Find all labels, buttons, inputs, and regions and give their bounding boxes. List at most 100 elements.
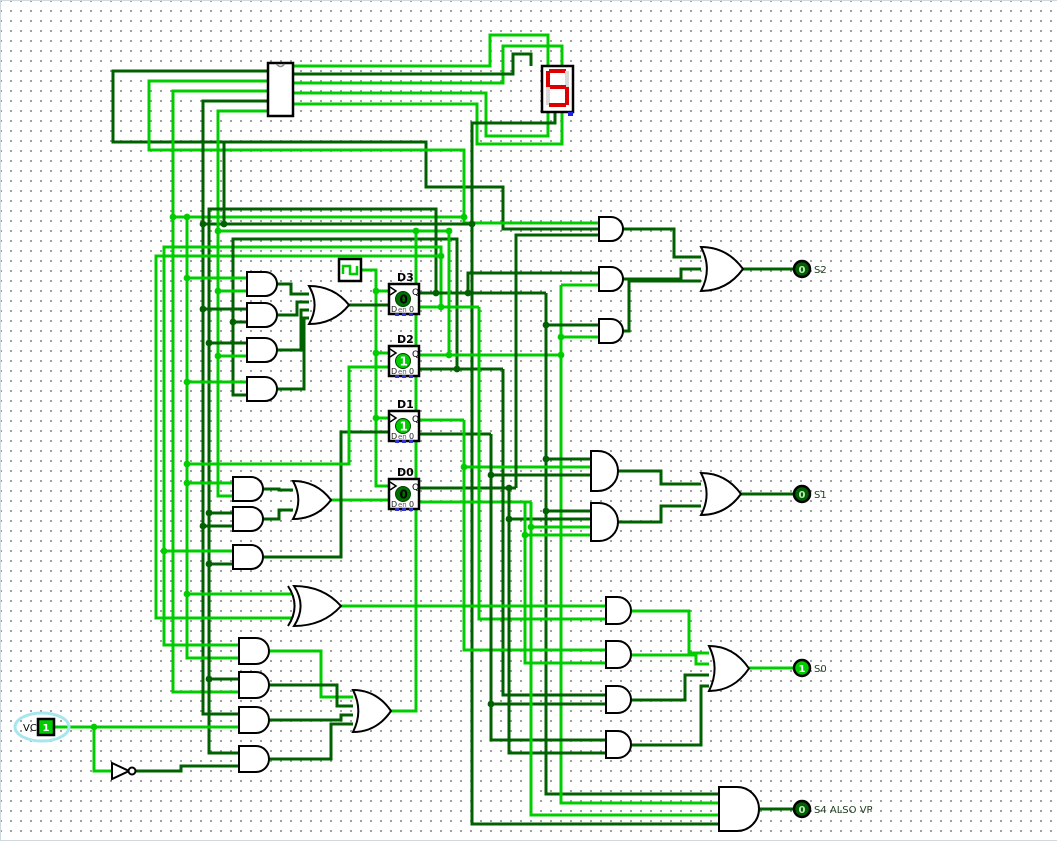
wire xyxy=(623,227,701,259)
and-gate-c3[interactable] xyxy=(238,706,270,734)
or-gate-s1[interactable] xyxy=(699,471,743,517)
output-pin-s0[interactable] xyxy=(792,658,812,678)
output-pin-label-s4-also-vp: S4 ALSO VP xyxy=(814,805,873,816)
wire-junction-dot xyxy=(445,227,453,235)
flipflop-state-circle xyxy=(395,291,411,307)
flipflop-label-d0: D0 xyxy=(397,466,414,479)
subcircuit-box[interactable] xyxy=(266,61,295,118)
xor-gate[interactable] xyxy=(292,584,343,628)
and-gate-b1[interactable] xyxy=(232,476,264,502)
flipflop-zero-label: 0 xyxy=(409,500,414,509)
flipflop-d-label: D xyxy=(391,432,397,441)
flipflop-en-label: en xyxy=(398,433,407,441)
clock-waveform-icon xyxy=(341,264,359,276)
and-gate-c2[interactable] xyxy=(238,671,270,699)
and-gate-b3[interactable] xyxy=(232,544,264,570)
wire xyxy=(162,245,443,647)
and-gate-s0-1[interactable] xyxy=(605,596,632,625)
wire xyxy=(171,217,239,694)
wire-junction-dot xyxy=(372,349,380,357)
wire-junction-dot xyxy=(214,352,222,360)
flipflop-bottom-tick-0 xyxy=(395,313,399,316)
flipflop-q-label: Q xyxy=(412,483,419,493)
wire xyxy=(293,33,550,68)
output-pin-s4-also-vp[interactable] xyxy=(792,799,812,819)
and-gate-s2-3[interactable] xyxy=(598,318,624,344)
selection-halo xyxy=(13,711,71,743)
and-gate-s0-2[interactable] xyxy=(605,640,632,669)
wire xyxy=(489,434,606,742)
and-gate-c4[interactable] xyxy=(238,745,270,773)
or-gate-s2[interactable] xyxy=(699,245,745,293)
flipflop-label-d1: D1 xyxy=(397,398,414,411)
output-pin-label-s0: S0 xyxy=(814,664,827,675)
flipflop-en-label: en xyxy=(398,368,407,376)
and-gate-s0-3[interactable] xyxy=(605,685,632,714)
segment-middle xyxy=(549,85,566,89)
wire-junction-dot xyxy=(183,590,191,598)
and-gate-a2[interactable] xyxy=(246,302,278,328)
flipflop-label-d3: D3 xyxy=(397,271,414,284)
and-gate-s1-1[interactable] xyxy=(590,450,619,492)
xor-gate-extra-arc xyxy=(287,585,296,627)
flipflop-state-value: 0 xyxy=(400,293,408,307)
wire-junction-dot xyxy=(445,351,453,359)
and-gate-s0-4[interactable] xyxy=(605,730,632,759)
output-pin-s1[interactable] xyxy=(792,484,812,504)
and-gate-a3[interactable] xyxy=(246,337,278,363)
or-gate-b[interactable] xyxy=(291,479,333,521)
wire-junction-dot xyxy=(505,484,513,492)
wire xyxy=(231,237,459,397)
flipflop-bottom-tick-2 xyxy=(409,440,413,443)
not-gate[interactable] xyxy=(111,761,132,781)
segment-top-right xyxy=(565,71,569,87)
and-gate-s1-2[interactable] xyxy=(590,502,619,542)
wire xyxy=(216,109,449,233)
wire-junction-dot xyxy=(199,305,207,313)
or-gate-s0[interactable] xyxy=(707,644,751,693)
wire xyxy=(470,112,719,826)
segment-bottom xyxy=(549,103,566,107)
wire-junction-dot xyxy=(160,547,168,555)
segment-top-left xyxy=(546,71,550,87)
and-gate-s2-2[interactable] xyxy=(598,266,624,292)
wire xyxy=(631,684,709,747)
flipflop-q-label: Q xyxy=(412,415,419,425)
wire-junction-dot xyxy=(432,289,440,297)
flipflop-clock-triangle-icon xyxy=(389,286,398,296)
input-pin-value: 1 xyxy=(43,723,50,734)
wire xyxy=(201,99,472,226)
output-pin-s2[interactable] xyxy=(792,259,812,279)
and-gate-a1[interactable] xyxy=(246,271,278,297)
and-gate-b2[interactable] xyxy=(232,506,264,532)
flipflop-state-value: 1 xyxy=(400,420,408,434)
and-gate-c1[interactable] xyxy=(238,637,270,665)
wire xyxy=(501,369,606,697)
wire-junction-dot xyxy=(372,414,380,422)
and-gate-a4[interactable] xyxy=(246,376,278,402)
or-gate-a[interactable] xyxy=(307,284,351,326)
display-bottom-pin xyxy=(568,112,573,116)
wire xyxy=(269,713,353,722)
wire xyxy=(154,254,441,620)
input-pin-vc[interactable] xyxy=(36,717,56,737)
flipflop-bottom-tick-1 xyxy=(402,375,406,378)
wire-junction-dot xyxy=(90,723,98,731)
segment-bottom-left xyxy=(546,87,550,105)
wire xyxy=(391,231,418,713)
wire-junction-dot xyxy=(183,378,191,386)
wire xyxy=(136,764,239,773)
wire-junction-dot xyxy=(199,522,207,530)
wire xyxy=(293,91,550,138)
or-gate-c[interactable] xyxy=(351,688,393,734)
flipflop-state-value: 1 xyxy=(400,355,408,369)
wire-junction-dot xyxy=(169,213,177,221)
wire-junction-dot xyxy=(205,339,213,347)
wire xyxy=(559,285,719,805)
wire xyxy=(216,231,233,498)
wire xyxy=(544,293,719,796)
and-gate-s2-1[interactable] xyxy=(598,216,624,242)
wire xyxy=(623,267,701,281)
and-gate-s4[interactable] xyxy=(718,786,760,832)
